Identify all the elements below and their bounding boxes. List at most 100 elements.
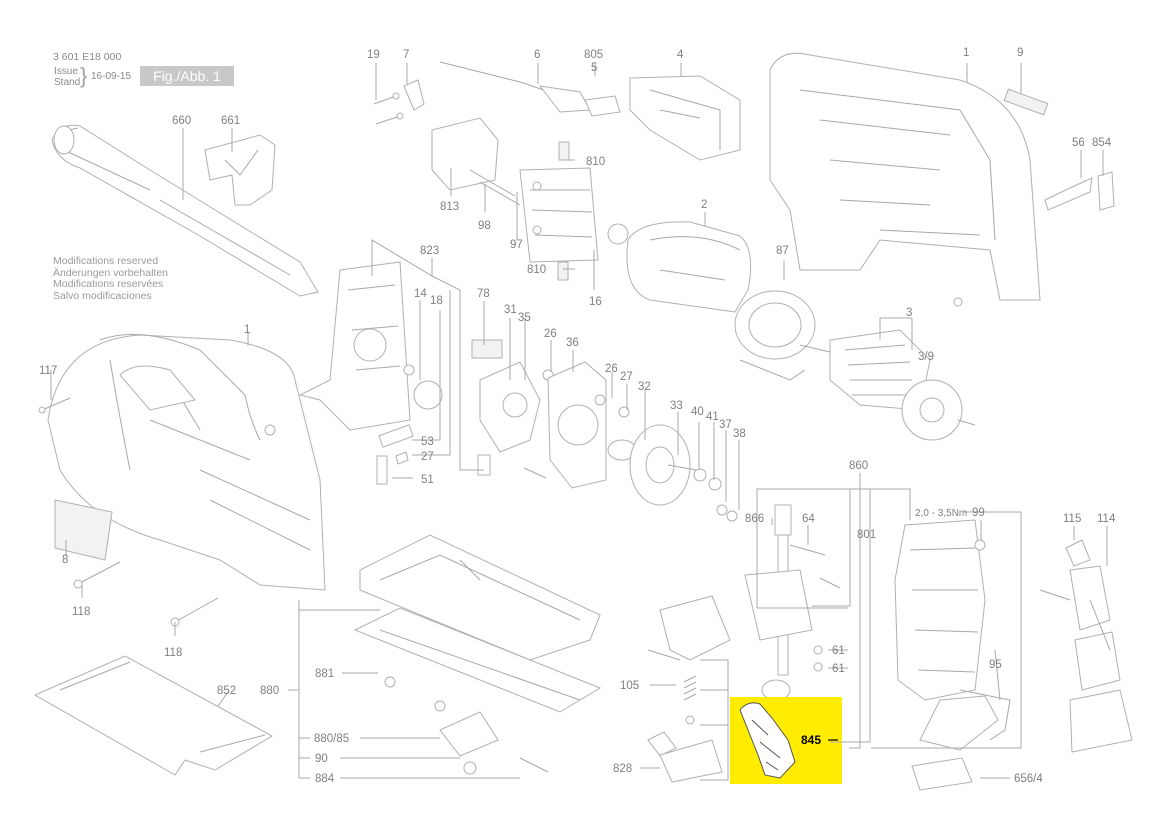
part-label: 8 <box>62 554 68 566</box>
part-label: 26 <box>544 328 557 340</box>
part-label: 64 <box>802 513 815 525</box>
part-label: 14 <box>414 288 427 300</box>
part-label: 660 <box>172 115 191 127</box>
part-label: 656/4 <box>1014 773 1043 785</box>
part-label: 35 <box>518 312 531 324</box>
part-label: 117 <box>39 365 57 377</box>
part-label: 105 <box>620 680 639 692</box>
part-label: 2 <box>701 199 707 211</box>
hose-adapter-drawing <box>51 124 319 297</box>
part-label: 9 <box>1017 47 1023 59</box>
pendulum-housing-drawing <box>894 519 1011 791</box>
part-label: 16 <box>589 296 602 308</box>
part-label: 1 <box>244 324 250 336</box>
switch-drawing <box>629 75 741 161</box>
leader-lines <box>50 63 1108 781</box>
gearbox-internal-parts <box>471 339 630 489</box>
part-label: 32 <box>638 381 651 393</box>
part-label: 95 <box>989 659 1002 671</box>
part-label: 61 <box>832 645 845 657</box>
issue-label-de: Stand <box>54 77 81 88</box>
part-label: 884 <box>315 773 335 785</box>
clip-drawing <box>204 134 276 206</box>
part-label: 860 <box>849 460 868 472</box>
part-label: 801 <box>857 529 876 541</box>
part-label: 880 <box>260 685 279 697</box>
torque-spec: 2,0 - 3,5Nm <box>915 508 967 519</box>
part-label: 880/85 <box>314 733 349 745</box>
part-label: 26 <box>605 363 618 375</box>
screws-drawing <box>373 79 425 125</box>
shoe-assembly-drawing <box>353 534 602 775</box>
electronics-board-drawing <box>431 117 599 281</box>
baffle-ring-drawing <box>734 290 816 381</box>
part-label: 99 <box>972 507 985 519</box>
part-label: 56 <box>1072 137 1085 149</box>
field-coil-drawing <box>607 221 752 313</box>
part-label: 19 <box>367 49 380 61</box>
base-plate-852-drawing <box>33 655 274 776</box>
part-label: 27 <box>421 451 434 463</box>
part-label: 38 <box>733 428 746 440</box>
part-label: 828 <box>613 763 632 775</box>
part-label: 18 <box>430 295 443 307</box>
part-label: 40 <box>691 406 704 418</box>
issue-brace-icon: } <box>80 63 88 88</box>
part-label: 51 <box>421 474 434 486</box>
led-assembly-drawing <box>1039 539 1133 753</box>
part-label: 114 <box>1097 513 1116 525</box>
part-label: 866 <box>745 513 764 525</box>
part-label: 31 <box>504 304 517 316</box>
part-label: 852 <box>217 685 236 697</box>
plunger-rod-drawing <box>744 504 841 701</box>
housing-shell-drawing <box>769 52 1041 307</box>
note-line: Salvo modificaciones <box>53 289 152 302</box>
highlighted-part-845 <box>730 697 842 784</box>
part-label: 810 <box>527 264 546 276</box>
part-label: 881 <box>315 668 334 680</box>
part-label: 3/9 <box>918 351 934 363</box>
part-labels: 19 7 6 805 5 4 1 9 660 661 810 813 98 97… <box>39 47 1116 785</box>
part-label: 97 <box>510 239 523 251</box>
armature-drawing <box>799 329 976 441</box>
spring-assembly-drawing <box>647 595 731 783</box>
part-label: 805 <box>584 49 603 61</box>
part-label: 115 <box>1063 513 1081 525</box>
issue-date: 16-09-15 <box>91 71 132 82</box>
part-label: 7 <box>403 49 409 61</box>
part-label: 813 <box>440 201 459 213</box>
part-label: 90 <box>315 753 328 765</box>
part-label: 661 <box>221 115 240 127</box>
modification-notes: Modifications reserved Änderungen vorbeh… <box>53 255 169 302</box>
issue-label-en: Issue <box>54 66 78 77</box>
small-parts-56-854 <box>1044 171 1115 211</box>
part-label: 4 <box>677 49 684 61</box>
part-label: 98 <box>478 220 491 232</box>
part-number: 3 601 E18 000 <box>53 51 122 63</box>
part-label: 87 <box>776 245 789 257</box>
power-cable-drawing <box>439 61 621 117</box>
part-label: 118 <box>164 647 182 659</box>
label-plate-drawing <box>1003 88 1049 116</box>
part-label: 810 <box>586 156 605 168</box>
part-label: 37 <box>719 419 732 431</box>
figure-label: Fig./Abb. 1 <box>140 66 234 86</box>
part-label: 118 <box>72 606 90 618</box>
part-label: 27 <box>620 371 633 383</box>
highlighted-part-label: 845 <box>801 733 821 747</box>
part-label: 5 <box>591 62 597 74</box>
part-label: 3 <box>906 307 912 319</box>
part-label: 6 <box>534 49 540 61</box>
part-label: 41 <box>706 411 719 423</box>
part-label: 854 <box>1092 137 1112 149</box>
note-line: Modifications reserved <box>53 255 159 267</box>
gear-wheels-drawing <box>607 424 738 522</box>
note-line: Modifications reservées <box>53 278 164 291</box>
note-line: Änderungen vorbehalten <box>53 266 169 279</box>
gear-housing-drawing <box>298 261 443 431</box>
part-label: 61 <box>832 663 845 675</box>
part-label: 53 <box>421 436 434 448</box>
part-label: 36 <box>566 337 579 349</box>
